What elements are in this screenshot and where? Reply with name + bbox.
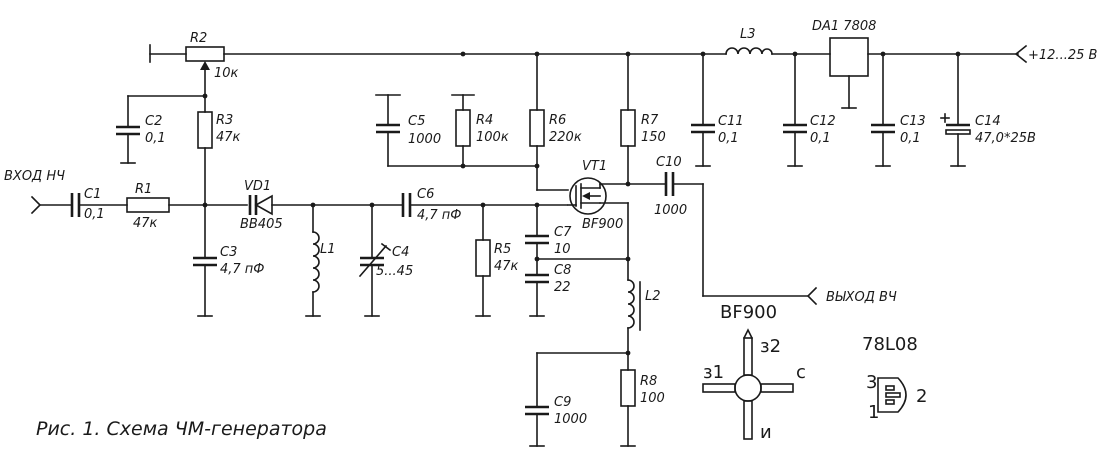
- r5-value: 47к: [494, 259, 519, 274]
- c6-ref: C6: [417, 187, 434, 202]
- c14-value: 47,0*25В: [975, 131, 1036, 146]
- capacitor-c12: C12 0,1: [783, 53, 836, 167]
- r6-value: 220к: [549, 130, 582, 145]
- c8-ref: C8: [554, 263, 571, 278]
- r1-ref: R1: [135, 182, 152, 197]
- c3-ref: C3: [220, 245, 237, 260]
- vt1-ref: VT1: [582, 159, 607, 174]
- c11-ref: C11: [718, 114, 744, 129]
- output-terminal: ВЫХОД ВЧ: [806, 286, 897, 306]
- r6-ref: R6: [549, 113, 566, 128]
- capacitor-c8: C8 22: [525, 263, 571, 317]
- capacitor-c3: C3 4,7 пФ: [193, 204, 265, 317]
- r2-value: 10к: [214, 66, 239, 81]
- reg-pin1: 1: [868, 402, 879, 423]
- capacitor-c7: C7 10: [525, 204, 572, 257]
- r4-ref: R4: [476, 113, 493, 128]
- bf900-drain: с: [796, 362, 806, 383]
- output-label: ВЫХОД ВЧ: [826, 290, 897, 305]
- c6-value: 4,7 пФ: [417, 208, 462, 223]
- input-terminal: ВХОД НЧ: [4, 169, 65, 215]
- da1-ref: DA1 7808: [812, 19, 876, 34]
- c9-value: 1000: [554, 412, 587, 427]
- resistor-r3: R3 47к: [197, 111, 241, 206]
- l1-ref: L1: [320, 242, 336, 257]
- reg-pin2: 2: [916, 386, 927, 407]
- c3-value: 4,7 пФ: [220, 262, 265, 277]
- c7-value: 10: [554, 242, 571, 257]
- c4-value: 5...45: [376, 264, 413, 279]
- diode-vd1: VD1 BB405: [240, 179, 283, 232]
- resistor-r5: R5 47к: [475, 204, 519, 317]
- r7-ref: R7: [641, 113, 659, 128]
- capacitor-c6: C6 4,7 пФ: [401, 187, 462, 223]
- c1-value: 0,1: [84, 207, 105, 222]
- bf900-g2: з2: [760, 336, 781, 357]
- r7-value: 150: [641, 130, 666, 145]
- capacitor-c4: C4 5...45: [358, 204, 413, 317]
- bf900-source: и: [760, 422, 772, 443]
- c4-ref: C4: [392, 245, 409, 260]
- capacitor-c10: C10 1000: [627, 155, 704, 218]
- r5-ref: R5: [494, 242, 511, 257]
- inductor-l1: L1: [305, 204, 336, 317]
- reg-pin3: 3: [866, 372, 877, 393]
- r8-ref: R8: [640, 374, 657, 389]
- c9-ref: C9: [554, 395, 571, 410]
- vd1-value: BB405: [240, 217, 283, 232]
- c12-value: 0,1: [810, 131, 831, 146]
- figure-caption: Рис. 1. Схема ЧМ-генератора: [36, 418, 327, 440]
- bf900-title: BF900: [720, 302, 777, 323]
- capacitor-c13: C13 0,1: [871, 53, 926, 167]
- vd1-ref: VD1: [244, 179, 271, 194]
- transistor-vt1: VT1 BF900: [567, 159, 629, 232]
- capacitor-c11: C11 0,1: [691, 53, 744, 167]
- resistor-r4: R4 100к: [451, 94, 509, 167]
- reg-78l08-pinout: 78L08 3 2 1: [862, 334, 927, 423]
- resistor-r8: R8 100: [620, 369, 665, 447]
- r3-value: 47к: [216, 130, 241, 145]
- bf900-g1: з1: [703, 362, 724, 383]
- supply-label: +12...25 В: [1028, 48, 1098, 63]
- resistor-r2: R2 10к: [185, 31, 239, 97]
- c13-ref: C13: [900, 114, 926, 129]
- capacitor-c9: C9 1000: [525, 352, 587, 447]
- c5-value: 1000: [408, 132, 441, 147]
- capacitor-c5: C5 1000: [375, 94, 441, 167]
- vt1-value: BF900: [582, 217, 623, 232]
- c1-ref: C1: [84, 187, 101, 202]
- r4-value: 100к: [476, 130, 509, 145]
- supply-rail: [149, 44, 1019, 63]
- resistor-r1: R1 47к: [126, 182, 170, 231]
- r2-ref: R2: [190, 31, 207, 46]
- capacitor-c2: C2 0,1: [116, 95, 166, 164]
- supply-terminal: +12...25 В: [1014, 44, 1098, 64]
- l2-ref: L2: [645, 289, 661, 304]
- c2-ref: C2: [145, 114, 162, 129]
- resistor-r6: R6 220к: [529, 53, 582, 191]
- r1-value: 47к: [133, 216, 158, 231]
- r8-value: 100: [640, 391, 665, 406]
- bf900-pinout: BF900 з1 з2 с и: [702, 302, 806, 443]
- l3-ref: L3: [740, 27, 756, 42]
- c5-ref: C5: [408, 114, 425, 129]
- c2-value: 0,1: [145, 131, 166, 146]
- reg-title: 78L08: [862, 334, 918, 355]
- regulator-da1: DA1 7808: [812, 19, 876, 109]
- c7-ref: C7: [554, 225, 572, 240]
- capacitor-c14: C14 47,0*25В: [940, 53, 1036, 167]
- c13-value: 0,1: [900, 131, 921, 146]
- inductor-l3: L3: [725, 27, 773, 55]
- c11-value: 0,1: [718, 131, 739, 146]
- c10-ref: C10: [656, 155, 682, 170]
- resistor-r7: R7 150: [620, 53, 666, 185]
- c10-value: 1000: [654, 203, 687, 218]
- c12-ref: C12: [810, 114, 836, 129]
- c14-ref: C14: [975, 114, 1001, 129]
- c8-value: 22: [554, 280, 571, 295]
- inductor-l2: L2: [627, 279, 661, 331]
- input-label: ВХОД НЧ: [4, 169, 65, 184]
- r3-ref: R3: [216, 113, 233, 128]
